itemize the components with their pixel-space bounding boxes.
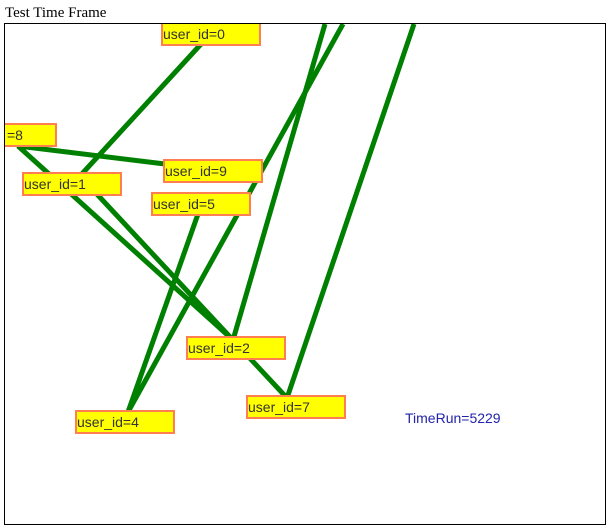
edge-user-id-7-to-offscreen-c (284, 24, 417, 399)
graph-canvas: user_id=0 =8 user_id=1 user_id=9 user_id… (4, 23, 606, 525)
edge-layer (16, 24, 417, 414)
edge-user-id-2-to-offscreen-b (230, 24, 328, 341)
node-user-id-5[interactable]: user_id=5 (151, 192, 251, 216)
node-label: user_id=9 (165, 163, 227, 179)
node-label: user_id=4 (77, 414, 139, 430)
node-label: user_id=7 (248, 399, 310, 415)
node-label: user_id=2 (188, 340, 250, 356)
node-label: =8 (7, 127, 23, 143)
edge-user-id-1-to-user-id-7 (78, 174, 289, 400)
node-user-id-4[interactable]: user_id=4 (75, 410, 175, 434)
edge-user-id-8-to-user-id-9 (17, 143, 166, 167)
node-user-id-0[interactable]: user_id=0 (161, 24, 261, 46)
node-label: user_id=1 (24, 176, 86, 192)
node-user-id-9[interactable]: user_id=9 (163, 159, 263, 183)
node-user-id-2[interactable]: user_id=2 (186, 336, 286, 360)
node-user-id-8[interactable]: =8 (5, 123, 57, 147)
edge-user-id-4-to-user-id-5 (125, 213, 201, 413)
page-title: Test Time Frame (5, 5, 107, 21)
timerun-status: TimeRun=5229 (405, 410, 501, 426)
node-label: user_id=5 (153, 196, 215, 212)
node-label: user_id=0 (163, 26, 225, 42)
node-user-id-7[interactable]: user_id=7 (246, 395, 346, 419)
node-user-id-1[interactable]: user_id=1 (22, 172, 122, 196)
